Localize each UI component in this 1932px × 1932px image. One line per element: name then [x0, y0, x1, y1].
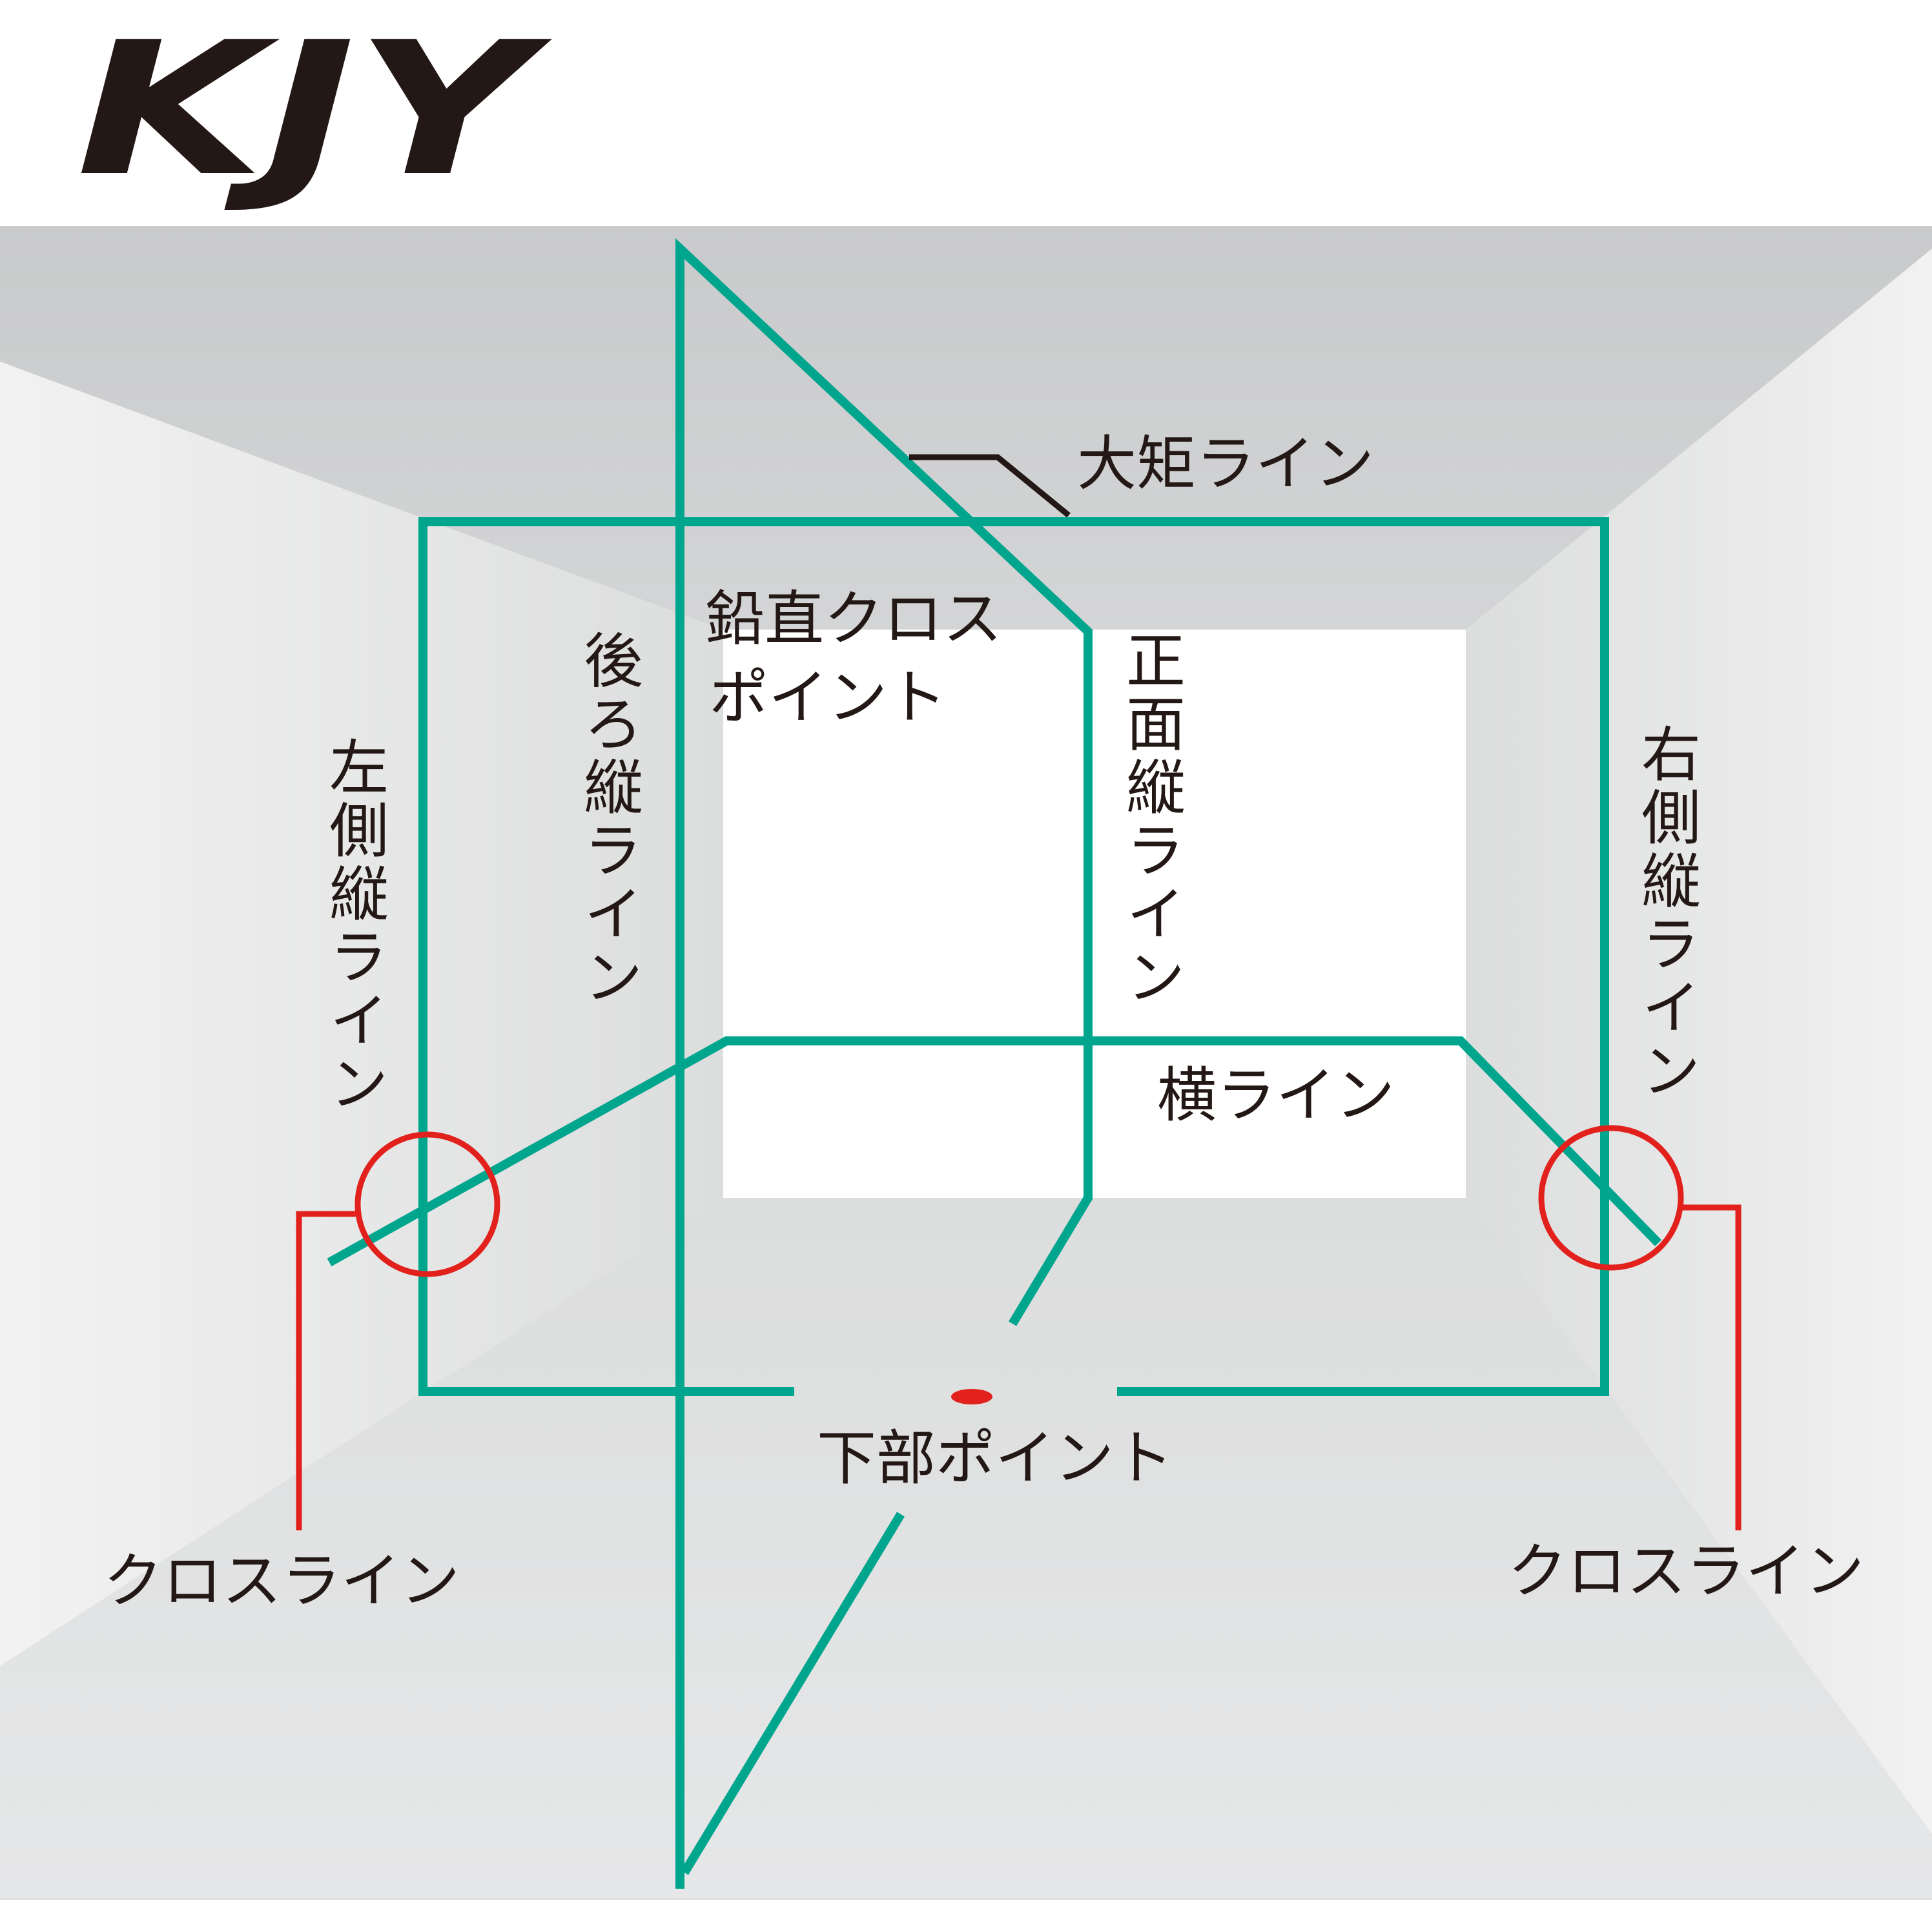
- vertical-cross-point-label-line1: 鉛直クロス: [705, 584, 1002, 653]
- cross-line-label-right: クロスライン: [1508, 1537, 1864, 1606]
- bottom-point-label: 下部ポイント: [817, 1424, 1173, 1493]
- left-vertical-line-label: 左側縦ライン: [320, 736, 389, 1116]
- laser-lines: [327, 238, 1662, 1889]
- rear-vertical-line: [675, 238, 1093, 1889]
- right-cross-circle: [1538, 1125, 1684, 1271]
- cross-markers: [296, 1125, 1742, 1530]
- rear-vertical-line-label: 後ろ縦ライン: [574, 630, 643, 1009]
- rear-vertical-line-floor: [681, 1512, 905, 1875]
- left-wall-surface: [0, 362, 723, 1666]
- floor-surface: [0, 1198, 1932, 1898]
- room: [0, 226, 1932, 1900]
- left-cross-leader: [296, 1211, 360, 1530]
- ceiling-surface: [0, 226, 1932, 630]
- horizontal-line: [327, 1036, 1662, 1267]
- right-cross-leader: [1679, 1204, 1742, 1530]
- back-wall: [723, 630, 1466, 1198]
- vertical-cross-point-label-line2: ポイント: [709, 663, 947, 732]
- ceiling-line-label: 大矩ライン: [1077, 429, 1374, 498]
- front-vertical-line-label: 正面縦ライン: [1116, 630, 1186, 1009]
- bottom-point-dot: [951, 1389, 992, 1404]
- left-cross-circle: [355, 1131, 500, 1277]
- brand-logo: KJY: [76, 3, 553, 217]
- horizontal-line-label: 横ライン: [1157, 1061, 1395, 1130]
- cross-line-label-left: クロスライン: [103, 1547, 460, 1616]
- ceiling-line-leader: [909, 454, 1071, 518]
- right-wall-surface: [1466, 249, 1932, 1834]
- large-rectangle-line: [418, 517, 1609, 1396]
- right-vertical-line-label: 右側縦ライン: [1632, 723, 1701, 1103]
